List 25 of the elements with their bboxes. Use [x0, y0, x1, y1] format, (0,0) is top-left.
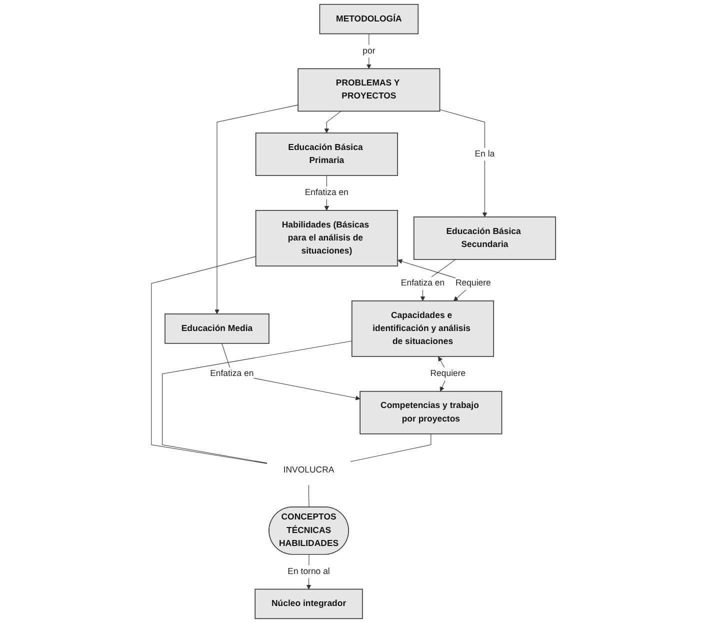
- arrow: [324, 110, 342, 134]
- edge-label: Requiere: [455, 278, 491, 288]
- node-text: INVOLUCRA: [283, 465, 334, 475]
- edge-label: Enfatiza en: [304, 188, 349, 198]
- node-box: METODOLOGÍA: [319, 4, 419, 34]
- node-box: Núcleo integrador: [254, 588, 363, 620]
- edge-label: por: [362, 46, 376, 56]
- connector: [308, 484, 310, 508]
- arrow: [440, 109, 488, 218]
- edge-label: En la: [474, 149, 495, 159]
- edge-label: En torno al: [288, 566, 330, 576]
- node-box: Habilidades (Básicas para el análisis de situaciones): [255, 210, 398, 266]
- node-box: Educación Media: [164, 314, 270, 344]
- connector: [151, 256, 268, 464]
- connector: [162, 340, 352, 464]
- node-box: Educación Básica Secundaria: [413, 216, 556, 260]
- edge-label: Requiere: [430, 369, 466, 378]
- edge-label: Enfatiza en: [210, 369, 254, 378]
- node-box: Competencias y trabajo por proyectos: [360, 390, 502, 434]
- node-box: Capacidades e identificación y análisis de situaciones: [351, 300, 494, 357]
- edge-label: Enfatiza en: [400, 278, 445, 288]
- connector: [350, 434, 432, 462]
- node-box: PROBLEMAS Y PROYECTOS: [298, 68, 440, 112]
- node-box: Educación Básica Primaria: [255, 132, 398, 176]
- arrow: [214, 104, 298, 314]
